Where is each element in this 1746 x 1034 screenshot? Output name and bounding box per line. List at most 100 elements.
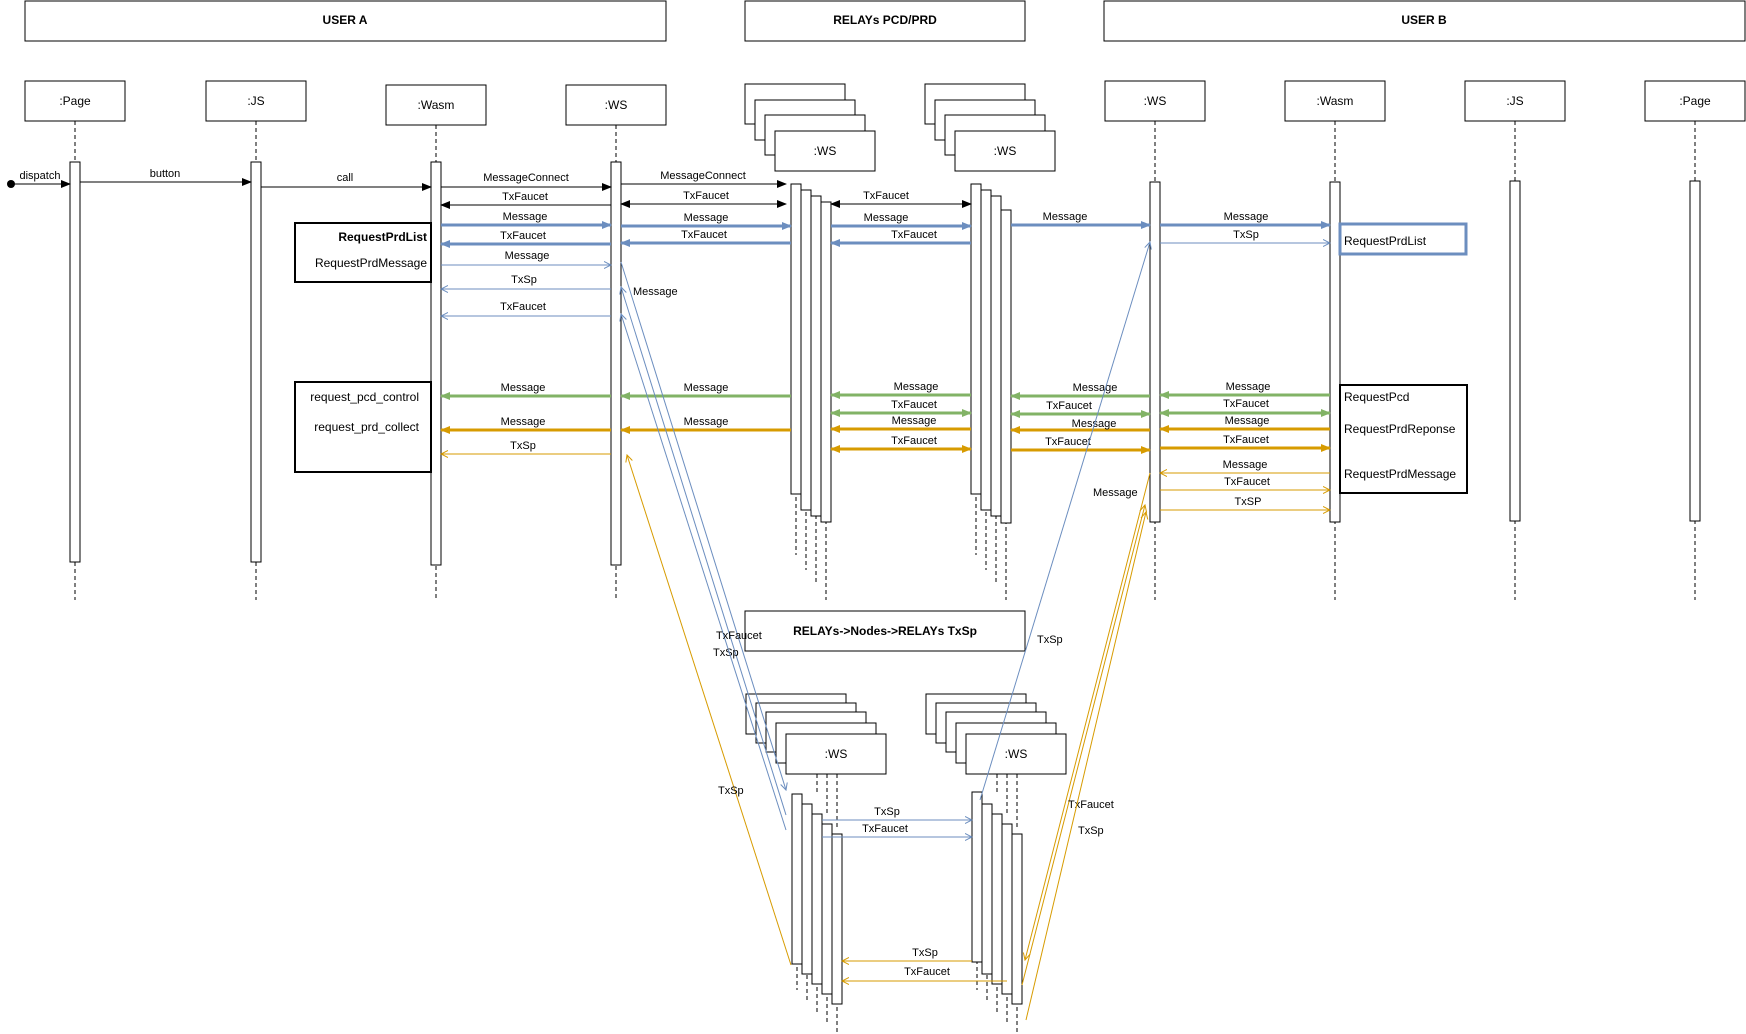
relay-ws-stack-right: :WS (924, 83, 1056, 600)
msg-green-faucet-3-label: TxFaucet (1223, 398, 1269, 410)
msg-connect-relay-label: MessageConnect (660, 170, 746, 182)
msg-orange-message-4-label: Message (1072, 418, 1117, 430)
lifeline-b-wasm: :Wasm (1284, 80, 1386, 600)
msg-dispatch-label: dispatch (20, 170, 61, 182)
activation-bar (970, 183, 982, 495)
msg-dispatch: dispatch (7, 170, 71, 188)
diag-blue-txsp-a: TxSp (621, 287, 787, 816)
activation-bar (1509, 180, 1521, 522)
diag-blue-txsp-b-label: TxSp (1037, 634, 1063, 646)
msg-green-faucet-1-label: TxFaucet (891, 399, 937, 411)
lifeline-b-js-label: :JS (1506, 94, 1523, 108)
msg-green-message-3-label: Message (894, 381, 939, 393)
activation-bar (991, 813, 1003, 985)
msg-blue-message-b: Message (621, 212, 792, 230)
note-a1-sub: RequestPrdMessage (315, 256, 427, 270)
msg-faucet-black-relay-label: TxFaucet (683, 190, 729, 202)
lifeline-a-ws-label: :WS (605, 98, 628, 112)
lifeline-a-wasm: :Wasm (385, 84, 487, 600)
activation-bar (821, 823, 833, 995)
relay-nodes-title-label: RELAYs->Nodes->RELAYs TxSp (793, 624, 977, 638)
diag-orange-txsp-b: TxSp (1025, 512, 1146, 1021)
header-user-a: USER A (24, 0, 667, 42)
msg-orange-faucet-1-label: TxFaucet (891, 435, 937, 447)
activation-bar (801, 803, 813, 975)
node-ws-label: :WS (825, 747, 848, 761)
msg-orange-thin-faucet-b: TxFaucet (1160, 476, 1330, 490)
msg-faucet-black-relay2: TxFaucet (830, 190, 972, 208)
note-a-pcd-control: request_pcd_control request_prd_collect (294, 381, 432, 473)
msg-orange-message-2-label: Message (684, 416, 729, 428)
msg-orange-faucet-2-label: TxFaucet (1045, 436, 1091, 448)
diag-blue-txsp-b: TxSp (979, 242, 1150, 801)
msg-blue-thin-txsp-a-label: TxSp (511, 274, 537, 286)
msg-green-faucet-1: TxFaucet (830, 399, 972, 417)
note-b-request-prd-list: RequestPrdList (1338, 222, 1468, 256)
note-b2-line3: RequestPrdMessage (1344, 467, 1456, 481)
note-a-request-prd-list: RequestPrdList RequestPrdMessage (294, 222, 432, 283)
activation-bar (990, 195, 1002, 517)
msg-blue-faucet-b-label: TxFaucet (681, 229, 727, 241)
activation-bar (1329, 181, 1341, 523)
msg-node-faucet-label: TxFaucet (862, 823, 908, 835)
note-a1-title: RequestPrdList (338, 230, 427, 244)
diag-orange-txsp-a: TxSp (627, 455, 792, 966)
msg-call: call (261, 172, 432, 191)
msg-blue-thin-faucet-a: TxFaucet (441, 301, 611, 316)
msg-green-faucet-2: TxFaucet (1010, 400, 1151, 418)
msg-blue-thin-message-a: Message (441, 250, 611, 265)
msg-blue-thin-faucet-a-label: TxFaucet (500, 301, 546, 313)
msg-green-message-3: Message (830, 381, 971, 399)
msg-blue-message-b-label: Message (684, 212, 729, 224)
lifeline-a-ws: :WS (565, 84, 667, 600)
note-b1-label: RequestPrdList (1344, 234, 1427, 248)
node-ws-label: :WS (1005, 747, 1028, 761)
note-b2-line1: RequestPcd (1344, 390, 1409, 404)
activation-bar (820, 201, 832, 523)
diag-orange-faucet-b-label: TxFaucet (1068, 799, 1114, 811)
msg-orange-thin-message-b: Message (1160, 459, 1330, 473)
diag-orange-message-b-label: Message (1093, 487, 1138, 499)
msg-node-orange-txsp: TxSp (842, 947, 972, 961)
msg-orange-message-5-label: Message (1225, 415, 1270, 427)
msg-orange-thin-txsp-b: TxSP (1160, 496, 1330, 510)
msg-orange-faucet-2: TxFaucet (1011, 436, 1151, 454)
lifeline-b-page-label: :Page (1679, 94, 1711, 108)
msg-blue-thin-txsp-a: TxSp (441, 274, 611, 289)
msg-green-message-2: Message (620, 382, 791, 400)
diag-blue-message-a-label: Message (633, 286, 678, 298)
msg-blue-message-c: Message (831, 212, 972, 230)
activation-bar (1149, 181, 1161, 523)
msg-orange-message-2: Message (620, 416, 791, 434)
msg-node-orange-txsp-label: TxSp (912, 947, 938, 959)
msg-node-txsp: TxSp (822, 806, 972, 820)
note-a2-line2: request_prd_collect (314, 420, 419, 434)
activation-bar (610, 161, 622, 566)
relay-ws-stack-left: :WS (744, 83, 876, 600)
activation-bar (69, 161, 81, 563)
msg-connect-a: MessageConnect (441, 172, 612, 191)
activation-bar (980, 189, 992, 511)
msg-green-message-5-label: Message (1226, 381, 1271, 393)
msg-call-label: call (337, 172, 354, 184)
diag-blue-message-a: Message (620, 261, 786, 790)
msg-orange-message-3-label: Message (892, 415, 937, 427)
activation-bar (250, 161, 262, 563)
msg-green-faucet-2-label: TxFaucet (1046, 400, 1092, 412)
diag-orange-message-b: Message (1025, 472, 1151, 960)
header-user-b: USER B (1103, 0, 1746, 42)
msg-blue-faucet-a-label: TxFaucet (500, 230, 546, 242)
node-ws-stack-left: :WS (745, 693, 887, 1034)
diag-blue-faucet-a-label: TxFaucet (716, 630, 762, 642)
msg-faucet-black-a: TxFaucet (440, 191, 611, 209)
lifeline-a-page-label: :Page (59, 94, 91, 108)
msg-blue-thin-txsp-b-label: TxSp (1233, 229, 1259, 241)
msg-blue-faucet-c: TxFaucet (830, 229, 971, 247)
msg-blue-message-e: Message (1160, 211, 1331, 229)
relay-nodes-title: RELAYs->Nodes->RELAYs TxSp (744, 610, 1026, 652)
lifeline-a-page: :Page (24, 80, 126, 600)
msg-orange-thin-txsp-b-label: TxSP (1235, 496, 1262, 508)
msg-orange-message-5: Message (1159, 415, 1330, 433)
diag-blue-txsp-a-label: TxSp (713, 647, 739, 659)
msg-connect-a-label: MessageConnect (483, 172, 569, 184)
